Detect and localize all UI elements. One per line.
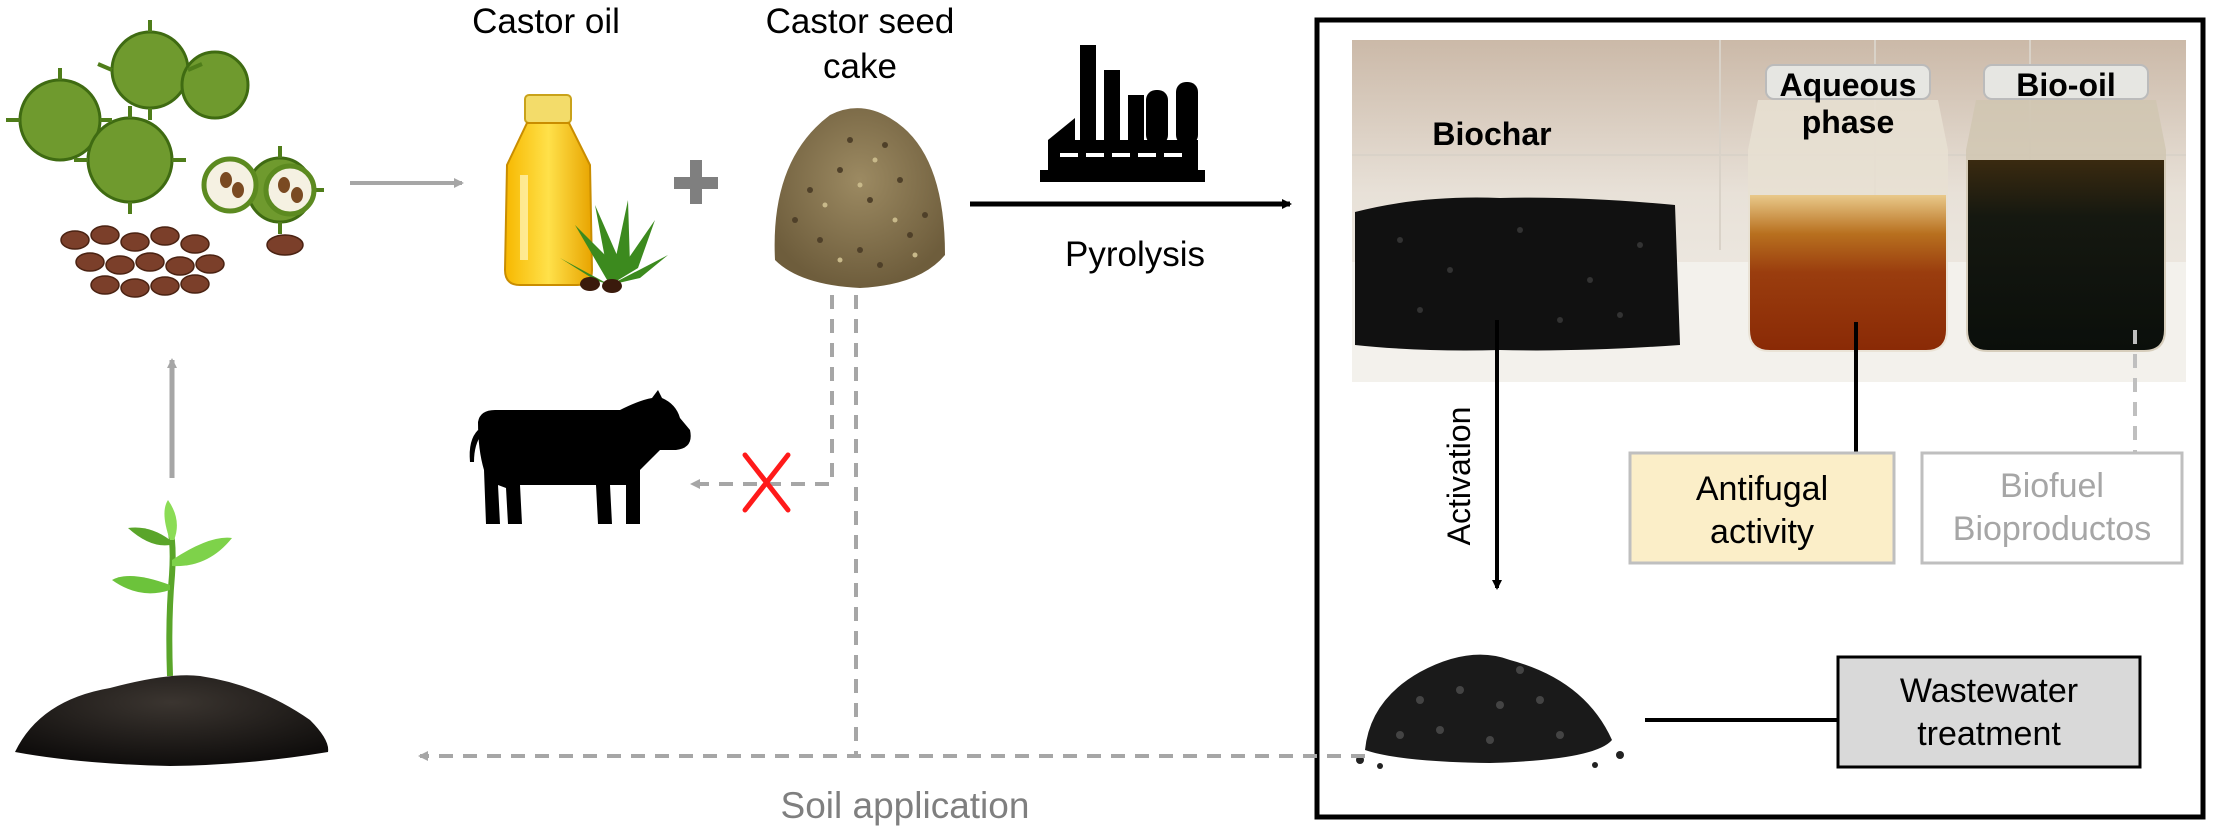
- cow-icon: [469, 390, 691, 524]
- cake-to-cow-path: [690, 295, 834, 489]
- wastewater-line1: Wastewater: [1900, 672, 2078, 710]
- factory-icon: [1040, 45, 1205, 182]
- products-frame: [1314, 17, 2206, 820]
- aqueous-label-line1: Aqueous: [1780, 67, 1917, 103]
- products-photo: [1352, 40, 2186, 382]
- castor-oil-label-text: Castor oil: [472, 2, 620, 41]
- soil-application-label: Soil application: [781, 785, 1030, 826]
- biochar-label: Biochar: [1432, 116, 1551, 152]
- castor-seed-cake-label-line2: cake: [823, 47, 897, 86]
- pyrolysis-label: Pyrolysis: [1065, 235, 1205, 274]
- activation-label: Activation: [1441, 407, 1477, 546]
- activated-carbon-icon: [1356, 654, 1624, 769]
- biofuel-line2: Bioproductos: [1953, 510, 2151, 548]
- aqueous-label-line2: phase: [1802, 104, 1894, 140]
- bio-oil-label: Bio-oil: [2016, 67, 2116, 103]
- plus-icon: [674, 160, 718, 204]
- antifungal-box-bg: [1628, 451, 1896, 565]
- seed-cake-icon: [774, 108, 945, 288]
- wastewater-line2: treatment: [1917, 715, 2061, 753]
- biofuel-line1: Biofuel: [2000, 467, 2104, 505]
- antifungal-line1: Antifugal: [1696, 470, 1828, 508]
- castor-seed-cake-label-line1: Castor seed: [766, 2, 955, 41]
- not-suitable-cross-icon: [742, 452, 791, 513]
- antifungal-line2: activity: [1710, 513, 1814, 551]
- seedling-icon: [15, 500, 329, 766]
- wastewater-box-bg: [1836, 655, 2142, 769]
- biofuel-box-bg: [1920, 451, 2184, 565]
- oil-bottle-icon: [503, 94, 668, 293]
- castor-fruit-icon: [6, 20, 324, 298]
- soil-application-path: [418, 295, 1365, 761]
